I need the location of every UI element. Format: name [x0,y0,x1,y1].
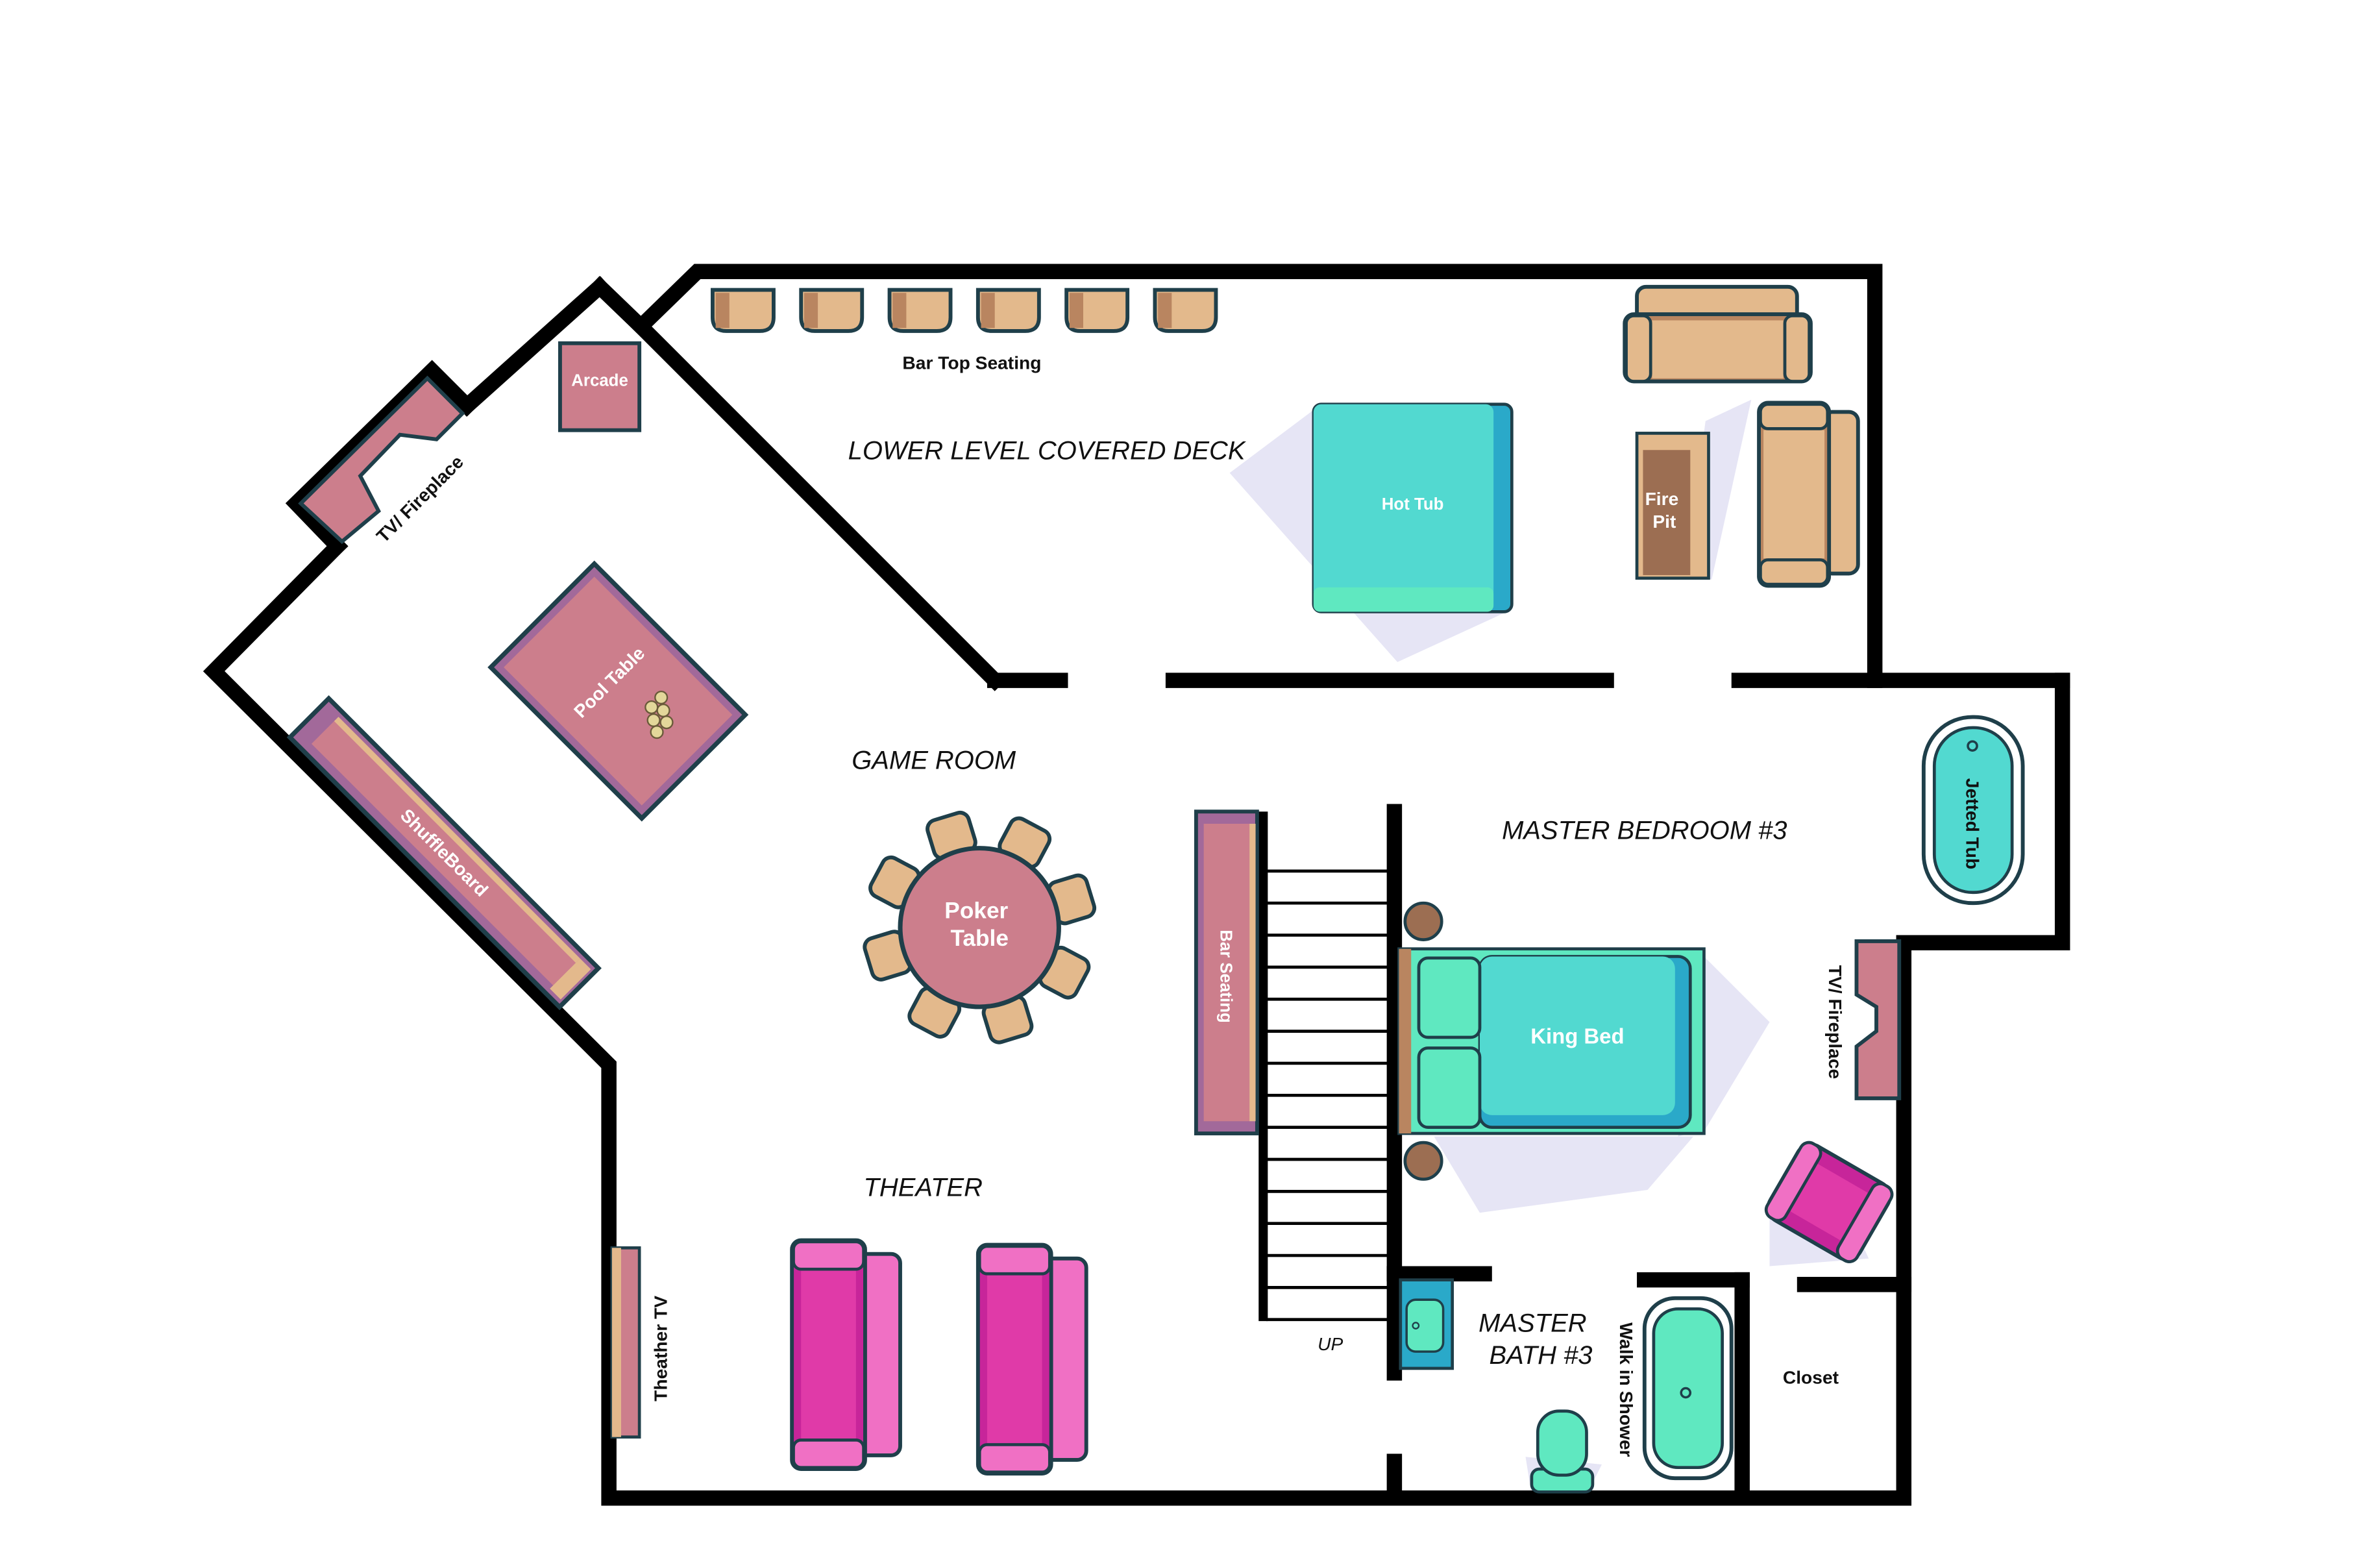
pool-table: Pool Table [487,560,749,822]
tub-drain-icon [1967,740,1978,752]
fire-pit: Fire Pit [1635,432,1710,580]
bathroom-sink [1399,1278,1454,1370]
bar-top-stools [711,288,1218,333]
bar-stool [1064,288,1130,333]
king-bed-label: King Bed [1530,1024,1624,1048]
bar-top-seating-label: Bar Top Seating [902,352,1041,373]
walk-in-shower-label: Walk in Shower [1616,1322,1637,1457]
poker-table-label: Poker Table [944,898,1014,951]
room-label-master-bath: MASTER BATH #3 [1478,1309,1594,1370]
bar-stool [711,288,776,333]
theater-sofa-right [975,1242,1088,1476]
bar-stool [975,288,1041,333]
theater-sofa-left [790,1238,902,1471]
staircase: UP [1258,811,1392,1354]
bar-stool [887,288,953,333]
theater-tv-label: Theather TV [650,1296,670,1402]
toilet [1530,1409,1595,1494]
tv-fireplace-right-label: TV/ Fireplace [1825,965,1846,1079]
tv-fireplace-right: TV/ Fireplace [1825,939,1902,1100]
room-label-game-room: GAME ROOM [852,746,1016,774]
billiard-balls-icon [644,690,674,739]
tv-fireplace-left-label: TV/ Fireplace [372,451,467,547]
bar-seating: Bar Seating [1194,809,1259,1135]
stair-treads [1266,869,1392,1322]
nightstand-bottom [1403,1141,1443,1181]
walls [202,264,2070,1506]
bar-stool [799,288,865,333]
hot-tub-label: Hot Tub [1382,495,1444,513]
arcade-label: Arcade [571,372,628,390]
room-label-theater: THEATER [864,1173,983,1202]
walk-in-shower: Walk in Shower [1616,1296,1734,1481]
stairs-up-label: UP [1318,1333,1343,1354]
room-label-master-bedroom: MASTER BEDROOM #3 [1502,817,1787,845]
fire-pit-label: Fire Pit [1645,488,1684,532]
deck-sofa-right [1757,401,1860,588]
king-bed: King Bed [1397,901,1706,1181]
armchair [1764,1141,1894,1263]
jetted-tub-label: Jetted Tub [1963,778,1983,869]
hot-tub: Hot Tub [1312,402,1514,613]
arcade: Arcade [558,341,642,432]
theater-tv: Theather TV [610,1246,670,1439]
nightstand-top [1403,901,1443,941]
bar-stool [1153,288,1218,333]
jetted-tub: Jetted Tub [1921,715,2025,906]
bar-seating-label: Bar Seating [1216,930,1234,1023]
shuffleboard: ShuffleBoard [286,695,602,1011]
shower-drain-icon [1680,1387,1692,1399]
deck-sofa-top [1623,284,1813,384]
room-label-deck: LOWER LEVEL COVERED DECK [848,436,1247,465]
tv-fireplace-left: TV/ Fireplace [298,375,467,547]
poker-table: Poker Table [863,810,1097,1044]
closet-label: Closet [1783,1366,1839,1387]
